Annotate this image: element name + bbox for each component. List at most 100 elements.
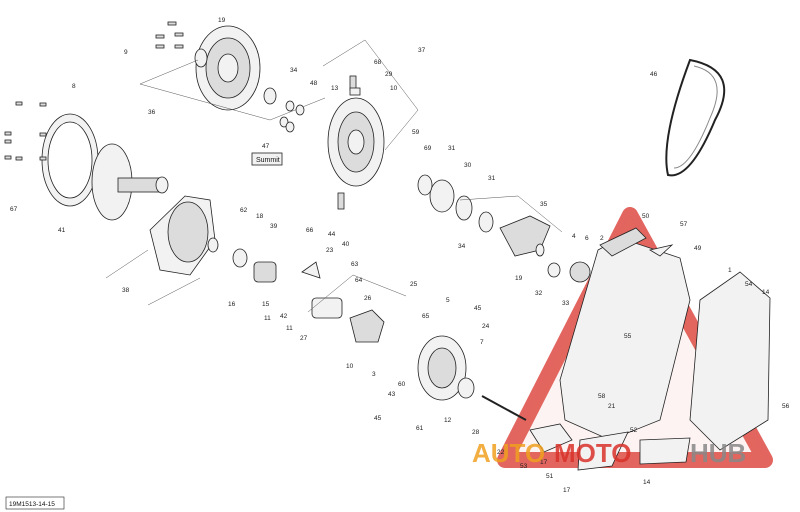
- pulley-bolt: [481, 395, 527, 421]
- callout-49: 49: [694, 245, 702, 252]
- callout-30: 30: [464, 162, 472, 169]
- watermark-hub: HUB: [690, 438, 746, 468]
- callout-13: 13: [331, 85, 339, 92]
- callout-17a: 17: [540, 459, 548, 466]
- callout-68: 68: [374, 59, 382, 66]
- callout-34: 34: [290, 67, 298, 74]
- drive-belt: [665, 58, 726, 177]
- callout-55: 55: [624, 333, 632, 340]
- springs-group: [207, 174, 473, 283]
- drive-pulley-shaft: [91, 143, 169, 221]
- callout-61: 61: [416, 425, 424, 432]
- watermark-auto: AUTO: [472, 438, 545, 468]
- callout-7: 7: [480, 339, 484, 346]
- callout-53: 53: [520, 463, 528, 470]
- callout-9: 9: [124, 49, 128, 56]
- callout-11b: 11: [286, 325, 293, 332]
- callout-34b: 34: [458, 243, 466, 250]
- callout-28: 28: [472, 429, 480, 436]
- callout-8: 8: [72, 83, 76, 90]
- callout-31a: 31: [448, 145, 456, 152]
- movable-sheave-assembly: [322, 39, 419, 210]
- ring-gear: [41, 113, 99, 207]
- callout-23: 23: [326, 247, 334, 254]
- callout-59: 59: [412, 129, 420, 136]
- callout-18: 18: [256, 213, 264, 220]
- callout-26: 26: [364, 295, 372, 302]
- reference-code-box: 19M1513-14-15: [5, 496, 65, 510]
- callout-48: 48: [310, 80, 318, 87]
- callout-4: 4: [572, 233, 576, 240]
- callout-15: 15: [262, 301, 270, 308]
- callout-50: 50: [642, 213, 650, 220]
- callout-31b: 31: [488, 175, 496, 182]
- callout-1: 1: [728, 267, 732, 274]
- callout-29: 29: [385, 71, 393, 78]
- callout-64: 64: [355, 277, 363, 284]
- callout-labels: 19 9 8 36 34 48 13 68 29 10 37 47 67 41 …: [10, 17, 790, 494]
- callout-52: 52: [630, 427, 638, 434]
- callout-37: 37: [418, 47, 426, 54]
- bushing-rings-group: [251, 87, 305, 166]
- summit-label-box: Summit: [256, 157, 280, 164]
- callout-32: 32: [535, 290, 543, 297]
- callout-35: 35: [540, 201, 548, 208]
- watermark-text: AUTO MOTO HUB: [472, 438, 746, 468]
- callout-62: 62: [240, 207, 248, 214]
- summit-label: Summit: [256, 157, 280, 164]
- callout-12: 12: [444, 417, 452, 424]
- callout-56: 56: [782, 403, 790, 410]
- spider-assembly: [417, 335, 475, 401]
- callout-14b: 14: [643, 479, 651, 486]
- callout-36: 36: [148, 109, 156, 116]
- callout-67: 67: [10, 206, 18, 213]
- callout-10: 10: [390, 85, 398, 92]
- callout-38: 38: [122, 287, 130, 294]
- watermark-moto: MOTO: [554, 438, 632, 468]
- callout-60: 60: [398, 381, 406, 388]
- callout-17b: 17: [563, 487, 571, 494]
- callout-66: 66: [306, 227, 314, 234]
- callout-40: 40: [342, 241, 350, 248]
- callout-3: 3: [372, 371, 376, 378]
- callout-65: 65: [422, 313, 430, 320]
- callout-42: 42: [280, 313, 288, 320]
- callout-47: 47: [262, 143, 270, 150]
- callout-27: 27: [300, 335, 308, 342]
- cam-assembly: [459, 195, 591, 283]
- callout-24: 24: [482, 323, 490, 330]
- roller-weight-group: [301, 261, 407, 343]
- bolts-group-top: [155, 21, 184, 49]
- callout-22: 22: [497, 449, 505, 456]
- callout-14a: 14: [762, 289, 770, 296]
- callout-45a: 45: [474, 305, 482, 312]
- callout-63: 63: [351, 261, 359, 268]
- callout-39: 39: [270, 223, 278, 230]
- callout-10b: 10: [346, 363, 354, 370]
- callout-11a: 11: [264, 315, 271, 322]
- screws-left: [4, 101, 47, 161]
- callout-51: 51: [546, 473, 554, 480]
- callout-33: 33: [562, 300, 570, 307]
- bottom-brackets: [529, 423, 691, 471]
- callout-69: 69: [424, 145, 432, 152]
- callout-2: 2: [600, 235, 604, 242]
- fixed-sheave-group: [139, 25, 326, 121]
- callout-58: 58: [598, 393, 606, 400]
- callout-19b: 19: [515, 275, 523, 282]
- clutch-guard: [559, 227, 771, 451]
- callout-43: 43: [388, 391, 396, 398]
- callout-6: 6: [585, 235, 589, 242]
- callout-25: 25: [410, 281, 418, 288]
- callout-41: 41: [58, 227, 66, 234]
- callout-5: 5: [446, 297, 450, 304]
- callout-54: 54: [745, 281, 753, 288]
- callout-19: 19: [218, 17, 226, 24]
- callout-44: 44: [328, 231, 336, 238]
- callout-21: 21: [608, 403, 616, 410]
- callout-45b: 45: [374, 415, 382, 422]
- callout-57: 57: [680, 221, 688, 228]
- callout-46: 46: [650, 71, 658, 78]
- callout-16: 16: [228, 301, 236, 308]
